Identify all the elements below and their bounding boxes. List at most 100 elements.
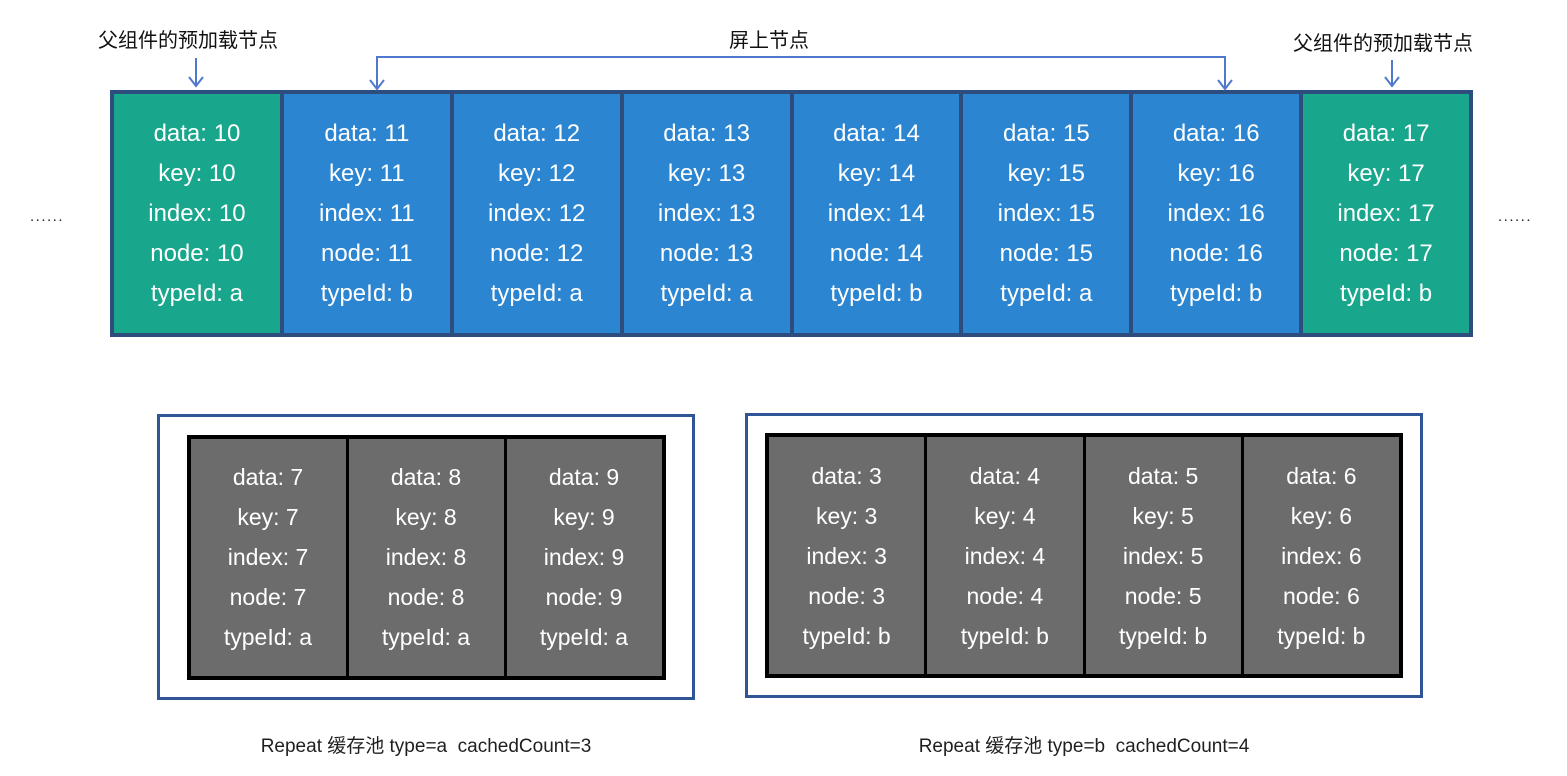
- node-field-key: key: 12: [497, 159, 576, 187]
- node-field-key: key: 13: [667, 159, 746, 187]
- node-field-key: key: 3: [815, 502, 878, 529]
- node-cell: data: 16 key: 16 index: 16 node: 16 type…: [1129, 94, 1300, 333]
- node-cell: data: 10 key: 10 index: 10 node: 10 type…: [114, 94, 280, 333]
- node-field-key: key: 10: [158, 159, 236, 187]
- cache-pool-b-cells: data: 3 key: 3 index: 3 node: 3 typeId: …: [765, 433, 1403, 678]
- node-cell: data: 13 key: 13 index: 13 node: 13 type…: [619, 94, 790, 333]
- node-field-index: index: 3: [806, 542, 887, 569]
- node-field-node: node: 6: [1283, 582, 1360, 609]
- node-field-data: data: 3: [811, 462, 882, 489]
- node-field-index: index: 6: [1281, 542, 1362, 569]
- node-field-data: data: 8: [390, 464, 462, 490]
- node-field-key: key: 9: [553, 504, 615, 530]
- node-field-index: index: 14: [827, 199, 926, 227]
- node-field-node: node: 15: [999, 239, 1094, 267]
- node-field-typeid: typeId: b: [960, 622, 1049, 649]
- label-onscreen: 屏上节点: [729, 30, 809, 52]
- cache-node-cell: data: 6 key: 6 index: 6 node: 6 typeId: …: [1240, 437, 1399, 674]
- cache-pool-a-cells: data: 7 key: 7 index: 7 node: 7 typeId: …: [186, 434, 666, 680]
- node-field-node: node: 12: [489, 239, 584, 267]
- onscreen-bracket-icon: [369, 56, 1233, 91]
- node-field-typeid: typeId: a: [1000, 279, 1093, 307]
- node-field-typeid: typeId: a: [223, 624, 313, 650]
- node-field-index: index: 10: [148, 199, 246, 227]
- cache-node-cell: data: 7 key: 7 index: 7 node: 7 typeId: …: [190, 438, 346, 676]
- node-field-node: node: 3: [808, 582, 885, 609]
- node-field-node: node: 5: [1124, 582, 1202, 609]
- node-field-node: node: 14: [829, 239, 924, 267]
- cache-node-cell: data: 4 key: 4 index: 4 node: 4 typeId: …: [924, 437, 1083, 674]
- node-field-data: data: 9: [548, 464, 620, 490]
- node-field-typeid: typeId: b: [320, 279, 413, 307]
- node-field-data: data: 13: [663, 119, 750, 147]
- ellipsis-right: ......: [1498, 208, 1533, 225]
- node-field-data: data: 15: [1002, 119, 1090, 147]
- node-field-data: data: 16: [1172, 119, 1260, 147]
- label-preload-right: 父组件的预加载节点: [1293, 33, 1473, 55]
- node-field-key: key: 5: [1132, 502, 1194, 529]
- node-field-node: node: 4: [966, 582, 1044, 609]
- caption-pool-b: Repeat 缓存池 type=b cachedCount=4: [918, 736, 1250, 757]
- node-field-typeid: typeId: a: [490, 279, 583, 307]
- node-field-typeid: typeId: b: [830, 279, 923, 307]
- node-field-typeid: typeId: b: [802, 622, 891, 649]
- node-cell: data: 14 key: 14 index: 14 node: 14 type…: [789, 94, 960, 333]
- cache-node-cell: data: 3 key: 3 index: 3 node: 3 typeId: …: [769, 437, 925, 674]
- node-field-data: data: 10: [153, 119, 241, 147]
- ellipsis-left: ......: [30, 208, 65, 225]
- cache-pool-type-b: data: 3 key: 3 index: 3 node: 3 typeId: …: [745, 413, 1423, 698]
- node-row: data: 10 key: 10 index: 10 node: 10 type…: [110, 90, 1473, 337]
- node-cell: data: 15 key: 15 index: 15 node: 15 type…: [959, 94, 1130, 333]
- node-field-data: data: 6: [1286, 462, 1357, 489]
- node-field-key: key: 11: [329, 159, 405, 187]
- node-field-node: node: 17: [1339, 239, 1433, 267]
- cache-node-cell: data: 9 key: 9 index: 9 node: 9 typeId: …: [503, 438, 662, 676]
- node-field-key: key: 8: [395, 504, 457, 530]
- node-field-data: data: 7: [232, 464, 304, 490]
- node-field-typeid: typeId: b: [1340, 279, 1433, 307]
- node-field-index: index: 15: [997, 199, 1096, 227]
- node-field-data: data: 12: [493, 119, 581, 147]
- node-field-typeid: typeId: a: [660, 279, 753, 307]
- node-field-key: key: 15: [1007, 159, 1085, 187]
- node-field-node: node: 8: [387, 584, 465, 610]
- node-field-typeid: typeId: a: [539, 624, 629, 650]
- down-arrow-icon-preload-left: [188, 58, 204, 88]
- node-field-key: key: 6: [1290, 502, 1353, 529]
- node-field-node: node: 16: [1169, 239, 1263, 267]
- down-arrow-icon-preload-right: [1384, 60, 1400, 88]
- node-field-index: index: 11: [319, 199, 415, 227]
- node-field-key: key: 7: [237, 504, 299, 530]
- node-field-typeid: typeId: a: [381, 624, 471, 650]
- node-field-data: data: 17: [1342, 119, 1430, 147]
- node-field-typeid: typeId: b: [1170, 279, 1263, 307]
- node-field-data: data: 5: [1127, 462, 1199, 489]
- node-field-node: node: 13: [659, 239, 754, 267]
- node-cell: data: 12 key: 12 index: 12 node: 12 type…: [449, 94, 620, 333]
- node-field-key: key: 17: [1347, 159, 1425, 187]
- node-field-data: data: 11: [324, 119, 410, 147]
- caption-pool-a: Repeat 缓存池 type=a cachedCount=3: [260, 736, 592, 757]
- node-field-node: node: 7: [229, 584, 307, 610]
- node-field-key: key: 14: [837, 159, 916, 187]
- node-field-index: index: 5: [1122, 542, 1204, 569]
- node-field-typeid: typeId: a: [150, 279, 243, 307]
- cache-pool-type-a: data: 7 key: 7 index: 7 node: 7 typeId: …: [157, 414, 695, 700]
- node-field-index: index: 13: [657, 199, 756, 227]
- node-field-node: node: 11: [320, 239, 413, 267]
- node-field-index: index: 16: [1167, 199, 1265, 227]
- node-cell: data: 17 key: 17 index: 17 node: 17 type…: [1299, 94, 1469, 333]
- node-field-data: data: 4: [969, 462, 1041, 489]
- cache-node-cell: data: 5 key: 5 index: 5 node: 5 typeId: …: [1082, 437, 1241, 674]
- node-field-index: index: 7: [227, 544, 309, 570]
- cache-node-cell: data: 8 key: 8 index: 8 node: 8 typeId: …: [345, 438, 504, 676]
- node-field-index: index: 4: [964, 542, 1046, 569]
- node-field-index: index: 17: [1337, 199, 1435, 227]
- node-field-index: index: 8: [385, 544, 467, 570]
- node-field-index: index: 9: [543, 544, 625, 570]
- node-field-node: node: 10: [150, 239, 244, 267]
- node-field-key: key: 16: [1177, 159, 1255, 187]
- node-field-typeid: typeId: b: [1119, 622, 1208, 649]
- label-preload-left: 父组件的预加载节点: [98, 30, 278, 52]
